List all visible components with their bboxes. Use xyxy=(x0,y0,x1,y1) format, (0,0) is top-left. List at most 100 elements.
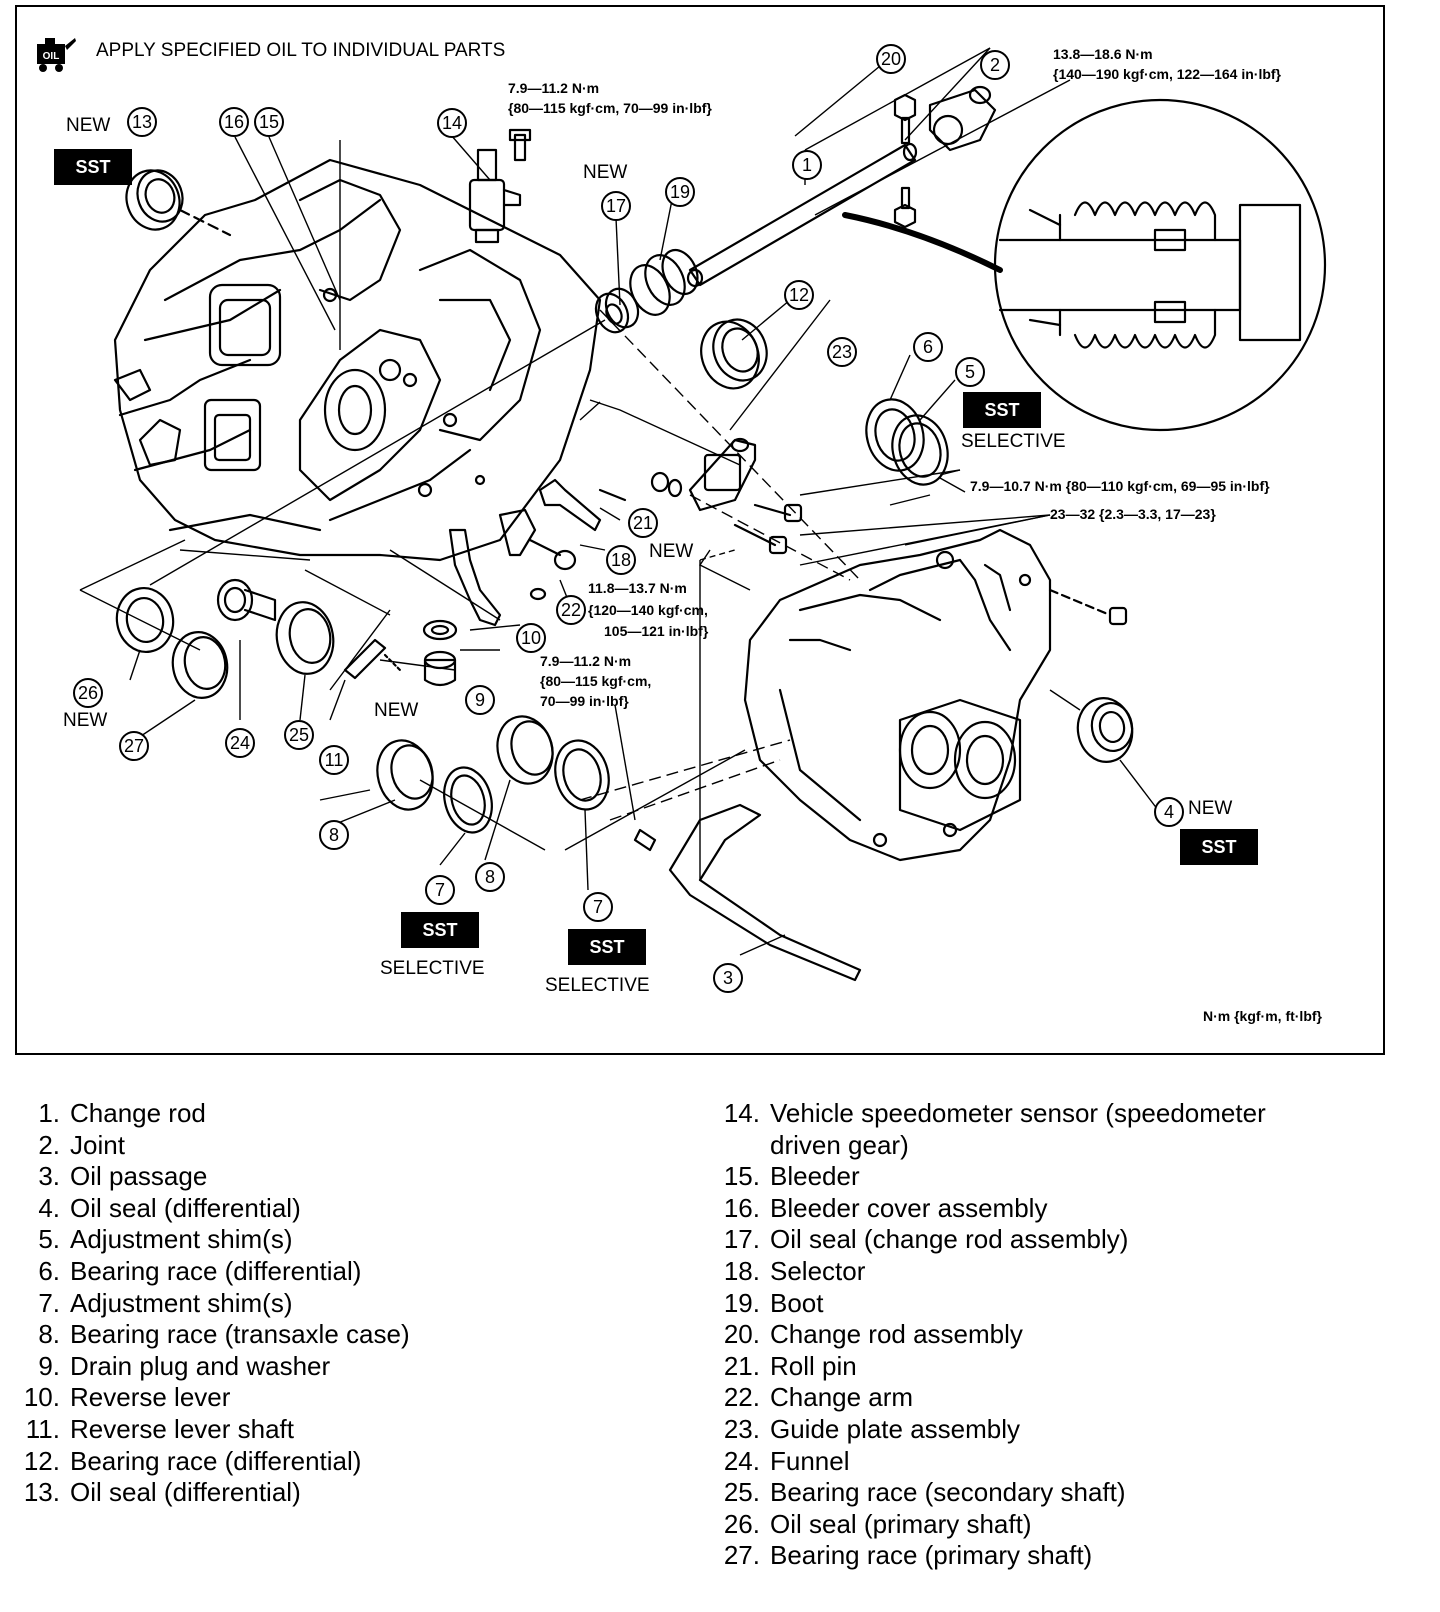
legend-num: 1. xyxy=(38,1098,60,1128)
new-tag-11: NEW xyxy=(374,700,419,721)
selective-tag-7b: SELECTIVE xyxy=(545,975,650,996)
legend-item: 17. Oil seal (change rod assembly) xyxy=(700,1224,1266,1256)
legend-name: Bearing race (secondary shaft) xyxy=(770,1477,1126,1508)
torque-3-line3: 70—99 in·lbf} xyxy=(540,693,629,709)
legend-name: Joint xyxy=(70,1129,125,1160)
legend-num: 14. xyxy=(723,1098,760,1128)
torque-23b: 23—32 {2.3—3.3, 17—23} xyxy=(1050,506,1216,522)
legend-name: Bearing race (differential) xyxy=(70,1445,362,1476)
callout-19: 19 xyxy=(665,177,695,207)
legend-item: 1.Change rod xyxy=(0,1098,410,1130)
legend-item: 25.Bearing race (secondary shaft) xyxy=(700,1477,1266,1509)
legend-item: 5.Adjustment shim(s) xyxy=(0,1224,410,1256)
legend-name: Reverse lever xyxy=(70,1382,231,1413)
callout-21: 21 xyxy=(628,508,658,538)
callout-6: 6 xyxy=(913,332,943,362)
legend-item: 8.Bearing race (transaxle case) xyxy=(0,1319,410,1351)
legend-name: Bearing race (transaxle case) xyxy=(70,1319,410,1350)
legend-name: Change arm xyxy=(770,1382,914,1413)
callout-20: 20 xyxy=(876,44,906,74)
legend-num: 3. xyxy=(38,1161,60,1192)
legend-name: Reverse lever shaft xyxy=(70,1413,294,1444)
legend-num: 10. xyxy=(23,1382,60,1413)
legend-item: 14. Vehicle speedometer sensor (speedomet… xyxy=(700,1098,1266,1130)
callout-8b: 8 xyxy=(475,862,505,892)
callout-15: 15 xyxy=(254,107,284,137)
legend-name: Oil seal (differential) xyxy=(70,1477,301,1508)
legend-num: 2. xyxy=(38,1129,60,1160)
legend-item: 9. Drain plug and washer xyxy=(0,1351,410,1383)
legend-num xyxy=(700,1130,770,1162)
units-note: N·m {kgf·m, ft·lbf} xyxy=(1203,1008,1322,1024)
legend-item: 18.Selector xyxy=(700,1256,1266,1288)
torque-3-line2: {80—115 kgf·cm, xyxy=(540,673,652,689)
legend-num: 4. xyxy=(38,1192,60,1223)
legend-name: Boot xyxy=(770,1287,824,1318)
legend-item: 7.Adjustment shim(s) xyxy=(0,1288,410,1320)
legend-item: 11.Reverse lever shaft xyxy=(0,1414,410,1446)
legend-num: 7. xyxy=(38,1287,60,1318)
callout-9: 9 xyxy=(465,685,495,715)
legend-name: Guide plate assembly xyxy=(770,1413,1021,1444)
sst-tag-13: SST xyxy=(54,149,132,185)
legend-name: Drain plug and washer xyxy=(70,1350,331,1381)
callout-18: 18 xyxy=(606,545,636,575)
legend-name: Vehicle speedometer sensor (speedometer xyxy=(770,1098,1266,1128)
callout-3: 3 xyxy=(713,963,743,993)
callout-8a: 8 xyxy=(319,820,349,850)
legend-item: 4.Oil seal (differential) xyxy=(0,1193,410,1225)
new-tag-17: NEW xyxy=(583,162,628,183)
oil-passage-part xyxy=(668,803,862,982)
sst-tag-4: SST xyxy=(1180,829,1258,865)
legend-num: 12. xyxy=(23,1445,60,1476)
sst-tag-7a: SST xyxy=(401,912,479,948)
legend-name: Change rod assembly xyxy=(770,1319,1023,1350)
legend-num: 21. xyxy=(723,1350,760,1381)
sst-tag-5: SST xyxy=(963,392,1041,428)
callout-27: 27 xyxy=(119,731,149,761)
legend-item: 22. Change arm xyxy=(700,1382,1266,1414)
legend-item: driven gear) xyxy=(700,1130,1266,1162)
legend-name: Bleeder cover assembly xyxy=(770,1192,1048,1223)
callout-23: 23 xyxy=(827,337,857,367)
legend-num: 22. xyxy=(723,1382,760,1413)
legend-num: 26. xyxy=(723,1508,760,1539)
oil-note: APPLY SPECIFIED OIL TO INDIVIDUAL PARTS xyxy=(96,40,506,61)
legend-item: 16. Bleeder cover assembly xyxy=(700,1193,1266,1225)
callout-2: 2 xyxy=(980,50,1010,80)
legend-item: 27.Bearing race (primary shaft) xyxy=(700,1540,1266,1572)
legend-num: 17. xyxy=(723,1224,760,1255)
callout-17: 17 xyxy=(601,191,631,221)
oil-icon-label: OIL xyxy=(43,51,60,62)
clutch-housing xyxy=(113,158,602,562)
callout-22: 22 xyxy=(556,595,586,625)
legend-name: Oil seal (change rod assembly) xyxy=(770,1224,1129,1255)
legend-num: 6. xyxy=(38,1255,60,1286)
torque-2-line1: 13.8—18.6 N·m xyxy=(1053,46,1153,62)
callout-11: 11 xyxy=(319,745,349,775)
torque-3-line1: 7.9—11.2 N·m xyxy=(540,653,632,669)
legend-item: 19.Boot xyxy=(700,1288,1266,1320)
legend-num: 9. xyxy=(38,1350,60,1381)
oil-can-icon: OIL xyxy=(37,38,76,72)
legend-num: 20. xyxy=(723,1319,760,1350)
torque-23a: 7.9—10.7 N·m {80—110 kgf·cm, 69—95 in·lb… xyxy=(970,478,1270,494)
legend-num: 13. xyxy=(23,1477,60,1508)
torque-22-line2: {120—140 kgf·cm, xyxy=(588,602,708,618)
legend-item: 12. Bearing race (differential) xyxy=(0,1446,410,1478)
callout-14: 14 xyxy=(437,108,467,138)
legend-item: 3.Oil passage xyxy=(0,1161,410,1193)
callout-5: 5 xyxy=(955,357,985,387)
callout-4: 4 xyxy=(1154,797,1184,827)
callout-24: 24 xyxy=(225,728,255,758)
callout-7a: 7 xyxy=(425,875,455,905)
torque-14-line1: 7.9—11.2 N·m xyxy=(508,80,600,96)
legend-name: Funnel xyxy=(770,1445,850,1476)
selective-tag-7a: SELECTIVE xyxy=(380,958,485,979)
legend-item: 2. Joint xyxy=(0,1130,410,1162)
new-tag-26: NEW xyxy=(63,710,108,731)
legend-num: 23. xyxy=(723,1413,760,1444)
legend-num: 16. xyxy=(723,1192,760,1223)
legend-item: 15.Bleeder xyxy=(700,1161,1266,1193)
legend-item: 20. Change rod assembly xyxy=(700,1319,1266,1351)
